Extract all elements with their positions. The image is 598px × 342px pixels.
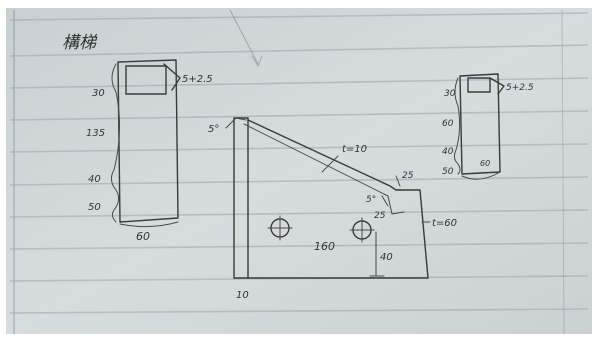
left-elevation-drawing: [110, 59, 181, 228]
ruled-lines: [9, 12, 589, 314]
right-note-top: 5+2.5: [506, 83, 534, 93]
sketch-title: 構梯: [62, 33, 98, 53]
hole-spacing: 160: [314, 240, 335, 253]
left-dim-50: 50: [88, 202, 101, 213]
dim-25-mid: 25: [374, 211, 386, 221]
base-10: 10: [236, 290, 249, 301]
angle-mid: 5°: [366, 195, 376, 205]
right-elevation-drawing: [453, 73, 505, 180]
left-dim-30: 30: [92, 88, 105, 99]
left-dim-bottom-60: 60: [136, 230, 150, 243]
slope-thickness: t=10: [342, 144, 367, 155]
thickness-note: t=60: [432, 218, 457, 229]
right-dim-60: 60: [442, 119, 454, 129]
paper-background: [6, 8, 592, 334]
right-dim-40: 40: [442, 147, 454, 157]
side-view-drawing: [225, 117, 431, 279]
margin-line-right: [561, 9, 565, 335]
height-40: 40: [380, 252, 393, 263]
left-note-top: 5+2.5: [182, 74, 213, 85]
left-dim-135: 135: [86, 128, 105, 139]
right-dim-30: 30: [444, 89, 456, 99]
angle-top: 5°: [208, 124, 219, 135]
right-dim-bottom-60: 60: [480, 159, 490, 168]
dim-25-top: 25: [402, 171, 414, 181]
stray-pen-mark: [229, 9, 259, 65]
left-dim-40: 40: [88, 174, 101, 185]
right-dim-50: 50: [442, 167, 454, 177]
